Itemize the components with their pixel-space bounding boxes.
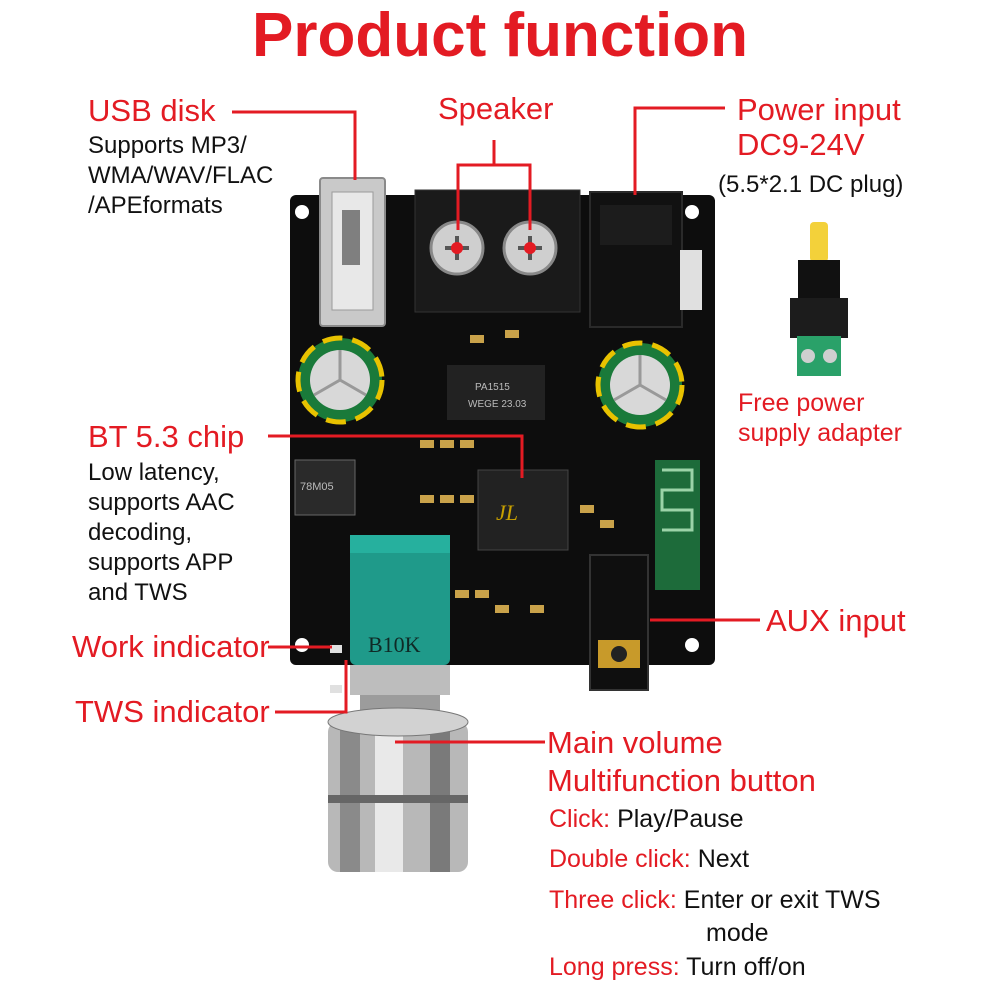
chip-text: PA1515 (475, 382, 510, 393)
bt-desc-line-1: Low latency, (88, 459, 220, 486)
capacitor-left (295, 335, 385, 425)
speaker-terminal (414, 189, 581, 313)
action-value: Play/Pause (617, 805, 744, 833)
bt-desc-line-2: supports AAC (88, 489, 235, 516)
regulator: 78M05 (294, 459, 356, 516)
capacitor-right (595, 340, 685, 430)
aux-input-label: AUX input (766, 603, 906, 638)
action-value-continued: mode (706, 919, 769, 947)
adapter-icon (790, 222, 848, 376)
adapter-label-2: supply adapter (738, 419, 903, 447)
adapter-label-1: Free power (738, 389, 865, 417)
page-title: Product function (252, 1, 748, 70)
action-row-click: Click: Play/Pause (549, 804, 744, 834)
bt-desc-line-5: and TWS (88, 579, 188, 606)
work-indicator-label: Work indicator (72, 629, 270, 664)
multifunction-label: Multifunction button (547, 763, 816, 798)
usb-desc-line-2: WMA/WAV/FLAC (88, 162, 274, 189)
action-row-long-press: Long press: Turn off/on (549, 952, 806, 982)
regulator-text: 78M05 (300, 481, 334, 493)
pot-text: B10K (368, 632, 421, 657)
tws-indicator-label: TWS indicator (75, 694, 270, 729)
power-voltage-label: DC9-24V (737, 127, 865, 162)
usb-desc-line-3: /APEformats (88, 192, 223, 219)
work-led (330, 645, 342, 653)
usb-port (319, 177, 386, 327)
svg-text:JL: JL (496, 500, 518, 525)
aux-jack (589, 554, 649, 691)
bt-desc-line-3: decoding, (88, 519, 193, 546)
action-value: Turn off/on (686, 953, 806, 981)
usb-desc-line-1: Supports MP3/ (88, 132, 247, 159)
dc-jack (589, 191, 702, 328)
amp-chip: PA1515 WEGE 23.03 (447, 365, 545, 420)
action-value: Next (697, 845, 750, 873)
main-volume-label: Main volume (547, 725, 723, 760)
pointer-lines (232, 106, 760, 744)
volume-knob (327, 707, 469, 872)
speaker-label: Speaker (438, 91, 554, 126)
chip-text-2: WEGE 23.03 (468, 399, 527, 410)
bt-chip-label: BT 5.3 chip (88, 419, 245, 454)
action-row-double-click: Double click: Next (549, 844, 749, 874)
action-key: Click: (549, 805, 611, 833)
action-value: Enter or exit TWS (683, 886, 881, 914)
bt-desc-line-4: supports APP (88, 549, 234, 576)
action-key: Double click: (549, 845, 691, 873)
action-key: Three click: (549, 886, 677, 914)
usb-disk-label: USB disk (88, 93, 216, 128)
bt-chip: JL (477, 469, 569, 551)
potentiometer: B10K (350, 535, 450, 725)
action-key: Long press: (549, 953, 680, 981)
tws-led (330, 685, 342, 693)
power-desc: (5.5*2.1 DC plug) (718, 171, 904, 198)
action-row-three-click: Three click: Enter or exit TWS (549, 885, 881, 915)
power-input-label: Power input (737, 92, 901, 127)
